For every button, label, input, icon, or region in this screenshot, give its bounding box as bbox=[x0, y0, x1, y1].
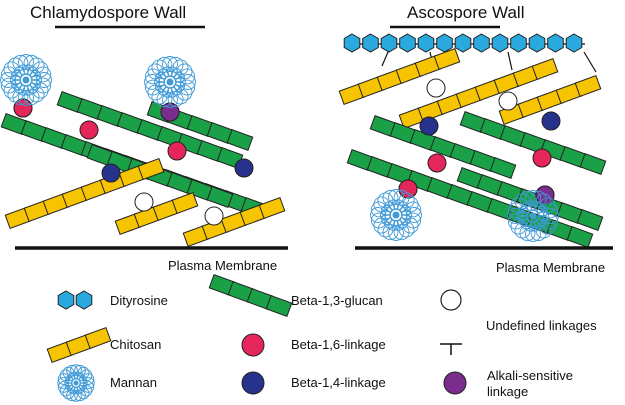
legend-mannan-icon bbox=[57, 364, 95, 402]
linkage-dots bbox=[13, 78, 561, 226]
mannan-cluster bbox=[507, 190, 559, 242]
legend-dityrosine-icon bbox=[57, 290, 93, 310]
legend-beta16-icon bbox=[241, 333, 265, 357]
plasma-membrane-left-label: Plasma Membrane bbox=[168, 258, 277, 273]
legend-beta13-label: Beta-1,3-glucan bbox=[291, 293, 383, 308]
beta14-linkage-dot bbox=[234, 158, 254, 178]
glucan-chain bbox=[369, 115, 517, 179]
legend-beta13-icon bbox=[208, 274, 293, 317]
legend-beta14-label: Beta-1,4-linkage bbox=[291, 375, 386, 390]
beta14-linkage-dot bbox=[101, 163, 121, 183]
chitosan-chain bbox=[114, 192, 199, 235]
beta16-linkage-dot bbox=[427, 153, 447, 173]
legend-undefined-circle-icon bbox=[440, 289, 462, 311]
legend-alkali-icon bbox=[443, 371, 467, 395]
beta16-linkage-dot bbox=[79, 120, 99, 140]
legend-chitosan-label: Chitosan bbox=[110, 337, 161, 352]
legend-alkali-label-1: Alkali-sensitive bbox=[487, 368, 573, 383]
legend-mannan-label: Mannan bbox=[110, 375, 157, 390]
chitosan-chain bbox=[182, 197, 286, 247]
chitosan-chain bbox=[398, 58, 559, 129]
legend-undefined-label: Undefined linkages bbox=[486, 318, 597, 333]
mannan-cluster bbox=[144, 56, 196, 108]
legend-dityrosine-label: Dityrosine bbox=[110, 293, 168, 308]
ascospore-title: Ascospore Wall bbox=[407, 3, 524, 22]
undefined-linkage-dot bbox=[134, 192, 154, 212]
mannan-cluster bbox=[0, 54, 52, 106]
legend-undefined-bar-icon bbox=[440, 343, 462, 355]
mannan-clusters bbox=[0, 54, 559, 242]
beta16-linkage-dot bbox=[167, 141, 187, 161]
dityrosine-layer bbox=[343, 33, 597, 73]
undefined-linkage-dot bbox=[498, 91, 518, 111]
chlamydospore-title: Chlamydospore Wall bbox=[30, 3, 186, 22]
undefined-linkage-dot bbox=[426, 78, 446, 98]
beta14-linkage-dot bbox=[419, 116, 439, 136]
legend-beta16-label: Beta-1,6-linkage bbox=[291, 337, 386, 352]
plasma-membrane-right-label: Plasma Membrane bbox=[496, 260, 605, 275]
polymer-chains bbox=[0, 33, 607, 248]
chitosan-chain bbox=[498, 75, 602, 125]
chitosan-chain bbox=[338, 48, 461, 105]
legend: Dityrosine Chitosan Mannan Beta-1,3-gluc… bbox=[46, 274, 597, 402]
beta14-linkage-dot bbox=[541, 111, 561, 131]
legend-alkali-label-2: linkage bbox=[487, 384, 528, 399]
legend-chitosan-icon bbox=[46, 327, 112, 363]
glucan-chain bbox=[456, 167, 604, 231]
glucan-chain bbox=[459, 111, 607, 175]
undefined-linkage-dot bbox=[204, 206, 224, 226]
mannan-cluster bbox=[370, 189, 422, 241]
alkali-linkage-dot bbox=[160, 102, 180, 122]
beta16-linkage-dot bbox=[532, 148, 552, 168]
legend-beta14-icon bbox=[241, 371, 265, 395]
